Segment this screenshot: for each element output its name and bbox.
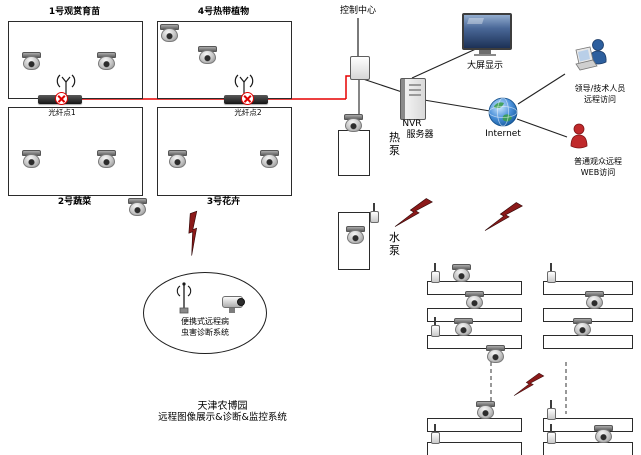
portable-label-line2: 虫害诊断系统	[181, 328, 229, 337]
dome-camera-icon	[474, 401, 496, 419]
dome-camera-icon	[95, 52, 117, 70]
nvr-server-icon	[400, 78, 426, 120]
zone-box-3	[157, 107, 292, 196]
diagram-title-line1: 天津农博园	[197, 401, 248, 412]
ptz-camera-stand	[229, 308, 235, 313]
lightning-link-icon	[484, 202, 523, 231]
zone1-label: 1号观赏育苗	[48, 7, 101, 17]
greenhouse-bed	[543, 442, 633, 455]
link-internet-public	[516, 118, 568, 138]
heat-pump-box	[338, 130, 370, 176]
monitor-base	[474, 54, 496, 56]
internet-globe-icon	[488, 97, 518, 127]
greenhouse-bed	[543, 418, 633, 432]
monitor-stand	[479, 50, 491, 54]
greenhouse-bed	[427, 442, 522, 455]
dome-camera-icon	[484, 345, 506, 363]
dome-camera-icon	[196, 46, 218, 64]
link-ap-nvr	[359, 77, 403, 93]
wireless-ap-icon	[430, 263, 440, 283]
greenhouse-bed	[543, 335, 633, 349]
big-screen-icon	[462, 13, 512, 50]
greenhouse-bed	[427, 335, 522, 349]
greenhouse-bed	[427, 418, 522, 432]
link-internet-leaders	[517, 73, 566, 105]
public-label-line2: WEB访问	[580, 168, 616, 177]
public-label-line1: 普通观众远程	[574, 157, 622, 166]
link-nvr-screen	[411, 47, 479, 79]
water-pump-box	[338, 212, 370, 270]
wireless-ap-icon	[430, 317, 440, 337]
dome-camera-icon	[450, 264, 472, 282]
ptz-camera-icon	[222, 293, 246, 315]
dome-camera-icon	[452, 318, 474, 336]
wifi-signal-icon	[56, 74, 76, 95]
nvr-label-line2: 服务器	[406, 130, 434, 140]
dome-camera-icon	[342, 114, 364, 132]
access-point-icon	[350, 56, 370, 80]
dome-camera-icon	[571, 318, 593, 336]
control-center-label: 控制中心	[339, 6, 376, 16]
wireless-ap-icon	[546, 424, 556, 444]
dome-camera-icon	[158, 24, 180, 42]
wireless-ap-icon	[546, 263, 556, 283]
diagram-title-line2: 远程图像展示&诊断&监控系统	[158, 412, 287, 423]
lightning-link-icon	[513, 372, 545, 396]
dome-camera-icon	[20, 52, 42, 70]
dome-camera-icon	[583, 291, 605, 309]
dome-camera-icon	[463, 291, 485, 309]
fiber-connector-icon	[241, 92, 254, 105]
dome-camera-icon	[592, 425, 614, 443]
dome-camera-icon	[20, 150, 42, 168]
wireless-ap-icon	[369, 203, 379, 223]
portable-label-line1: 便携式远程病	[181, 317, 229, 326]
zone3-label: 3号花卉	[206, 197, 241, 207]
dome-camera-icon	[344, 226, 366, 244]
wireless-ap-icon	[430, 424, 440, 444]
heat-pump-label: 热泵	[389, 131, 400, 157]
dome-camera-icon	[166, 150, 188, 168]
viewer-person-icon	[570, 123, 588, 149]
greenhouse-bed	[427, 308, 522, 322]
portable-system-ellipse	[143, 272, 267, 354]
dome-camera-icon	[258, 150, 280, 168]
wireless-ap-icon	[546, 400, 556, 420]
leaders-label-line2: 远程访问	[584, 95, 616, 104]
water-pump-label: 水泵	[389, 231, 400, 257]
fiber-connector-icon	[55, 92, 68, 105]
big-screen-label: 大屏显示	[466, 61, 503, 71]
fiber-point2-label: 光纤点2	[234, 108, 262, 117]
zone-box-2	[8, 107, 143, 196]
fiber-point1-label: 光纤点1	[48, 108, 76, 117]
internet-label: Internet	[485, 129, 521, 139]
zone4-label: 4号热带植物	[197, 7, 250, 17]
zone2-label: 2号蔬菜	[57, 197, 92, 207]
nvr-label-line1: NVR	[402, 119, 422, 129]
lightning-link-icon	[394, 198, 433, 227]
dome-camera-icon	[126, 198, 148, 216]
remote-terminal-icon	[575, 39, 607, 71]
dome-camera-icon	[95, 150, 117, 168]
lightning-link-icon	[188, 210, 198, 256]
link-nvr-internet	[423, 99, 491, 112]
leaders-label-line1: 领导/技术人员	[574, 84, 626, 93]
fiber-optic-line	[69, 75, 351, 100]
